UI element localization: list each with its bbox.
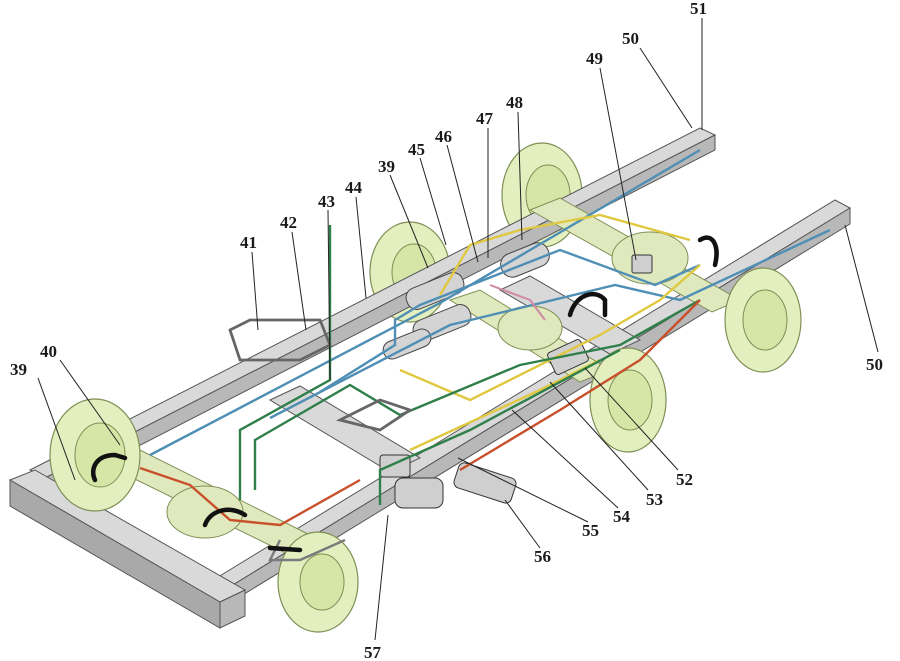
callout-labels: 39 40 41 42 43 44 39 45 46 47 48 49 50 5…	[10, 0, 883, 661]
front-near-left-wheel	[49, 398, 141, 512]
callout-57: 57	[364, 643, 382, 661]
callout-50-top: 50	[622, 29, 639, 48]
callout-50-right: 50	[866, 355, 883, 374]
callout-45: 45	[408, 140, 425, 159]
callout-39-front: 39	[10, 360, 27, 379]
callout-48: 48	[506, 93, 523, 112]
callout-43: 43	[318, 192, 335, 211]
callout-56: 56	[534, 547, 551, 566]
callout-42: 42	[280, 213, 297, 232]
brake-lines	[139, 148, 831, 562]
frame-crossmember-rear-bumper	[8, 469, 247, 629]
callout-55: 55	[582, 521, 599, 540]
callout-41: 41	[240, 233, 257, 252]
air-reservoir-tanks	[382, 272, 472, 360]
callout-53: 53	[646, 490, 663, 509]
front-near-right-wheel	[277, 531, 359, 633]
rear-near-right-wheel-b	[724, 267, 802, 373]
callout-47: 47	[476, 109, 494, 128]
callout-44: 44	[345, 178, 363, 197]
flexible-hoses	[90, 235, 719, 553]
callout-51: 51	[690, 0, 707, 18]
valve-49	[631, 254, 653, 274]
callout-39-rear: 39	[378, 157, 395, 176]
leader-lines	[37, 18, 879, 641]
callout-54: 54	[613, 507, 631, 526]
compressor-56	[453, 462, 517, 504]
callout-46: 46	[435, 127, 452, 146]
rear-near-right-wheel-a	[589, 347, 667, 453]
valve-block-53	[547, 339, 589, 375]
callout-52: 52	[676, 470, 693, 489]
callout-40: 40	[40, 342, 57, 361]
callout-49: 49	[586, 49, 603, 68]
